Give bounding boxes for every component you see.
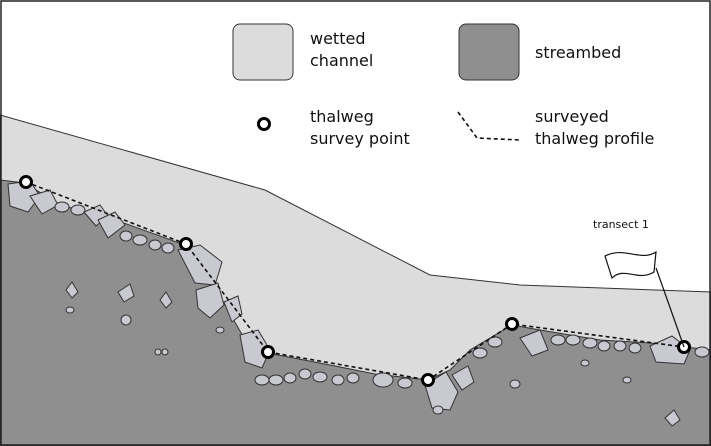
- transect-flag-icon: [604, 250, 685, 348]
- streambed-rocks: [7, 180, 710, 427]
- thalweg-profile-line: [25, 181, 685, 381]
- survey-point: [179, 237, 193, 251]
- legend-label-survey-point: thalweg survey point: [310, 107, 410, 148]
- survey-point: [19, 175, 33, 189]
- survey-point: [505, 317, 519, 331]
- legend-swatch-streambed: [458, 23, 520, 81]
- legend-label-wetted-channel: wetted channel: [310, 29, 374, 70]
- survey-points: [19, 175, 691, 387]
- transect-label: transect 1: [593, 218, 649, 231]
- legend-label-streambed: streambed: [535, 43, 622, 62]
- legend-label-thalweg-profile: surveyed thalweg profile: [535, 107, 655, 148]
- legend-swatch-wetted-channel: [232, 23, 294, 81]
- survey-point: [421, 373, 435, 387]
- survey-point: [261, 345, 275, 359]
- legend-survey-point-icon: [257, 117, 271, 131]
- legend-profile-line-icon: [457, 111, 521, 141]
